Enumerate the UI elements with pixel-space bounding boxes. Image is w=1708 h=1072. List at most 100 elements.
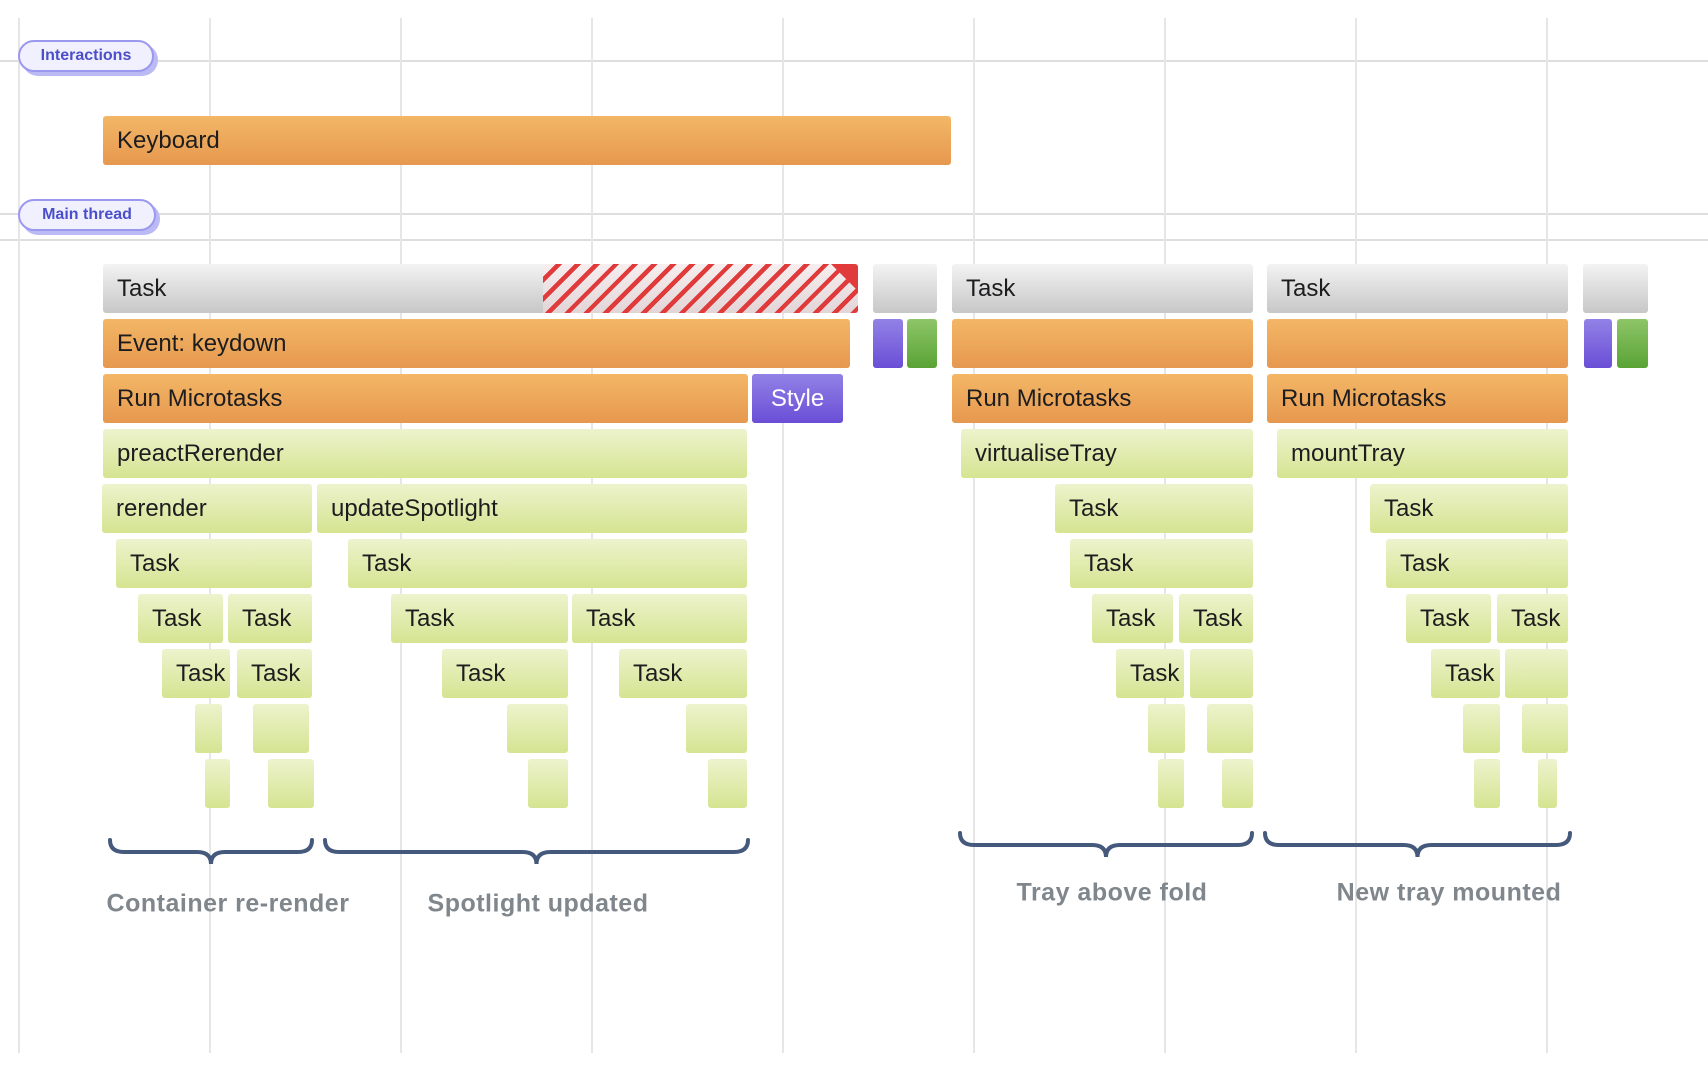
flame-bar-text: Task [1084,550,1134,577]
flame-bar-task[interactable]: Task [1070,539,1253,588]
flame-bar-task[interactable]: Task [1370,484,1568,533]
flame-bar-task[interactable]: Task [391,594,568,643]
flame-bar-preactrerender[interactable]: preactRerender [103,429,747,478]
flame-bar-unlabeled[interactable] [1505,649,1568,698]
flame-bar-text: rerender [116,495,207,522]
flame-bar-text: Task [1511,605,1561,632]
flame-bar-task[interactable]: Task [1406,594,1491,643]
flame-bar-unlabeled[interactable] [1463,704,1500,753]
annotation-label-new-tray-mounted: New tray mounted [1336,878,1562,907]
flame-bar-unlabeled[interactable] [195,704,222,753]
flame-bar-unlabeled[interactable] [1190,649,1253,698]
keyboard-interaction-bar[interactable]: Keyboard [103,116,951,165]
main-thread-track-label[interactable]: Main thread [18,199,156,231]
flame-bar-task[interactable]: Task [1055,484,1253,533]
flame-bar-mounttray[interactable]: mountTray [1277,429,1568,478]
flame-bar-task[interactable]: Task [572,594,747,643]
flame-bar-text: Task [1130,660,1180,687]
flame-bar-task[interactable]: Task [1267,264,1568,313]
flame-bar-text: Task [176,660,226,687]
gridline-horizontal [0,60,1708,62]
flame-bar-task[interactable]: Task [1497,594,1568,643]
flame-bar-unlabeled[interactable] [1583,264,1648,313]
flame-bar-unlabeled[interactable] [952,319,1253,368]
flame-bar-text: Run Microtasks [966,385,1132,412]
flame-bar-text: Run Microtasks [117,385,283,412]
flame-bar-text: Task [1069,495,1119,522]
curly-brace [108,838,314,865]
flame-bar-task[interactable]: Task [1116,649,1184,698]
flame-bar-unlabeled[interactable] [907,319,937,368]
flame-bar-task[interactable]: Task [1431,649,1500,698]
flame-bar-unlabeled[interactable] [1538,759,1557,808]
flame-bar-text: Task [1400,550,1450,577]
flame-bar-unlabeled[interactable] [708,759,747,808]
interactions-track-label-text: Interactions [40,47,132,64]
flame-bar-updatespotlight[interactable]: updateSpotlight [317,484,747,533]
flame-bar-unlabeled[interactable] [873,319,903,368]
flame-bar-text: Task [633,660,683,687]
flame-bar-rerender[interactable]: rerender [102,484,312,533]
flame-bar-task[interactable]: Task [619,649,747,698]
flame-bar-task[interactable]: Task [116,539,312,588]
flame-bar-task[interactable]: Task [1386,539,1568,588]
flame-bar-task[interactable]: Task [103,264,858,313]
flame-bar-unlabeled[interactable] [1148,704,1185,753]
flame-bar-text: Task [130,550,180,577]
flame-bar-event-keydown[interactable]: Event: keydown [103,319,850,368]
flame-bar-unlabeled[interactable] [1222,759,1253,808]
flame-bar-unlabeled[interactable] [1584,319,1612,368]
flame-bar-text: preactRerender [117,440,284,467]
flame-bar-unlabeled[interactable] [507,704,568,753]
gridline-vertical [209,18,211,1053]
long-task-hatch-overlay [543,264,858,313]
flame-bar-text: mountTray [1291,440,1405,467]
flame-bar-unlabeled[interactable] [686,704,747,753]
flame-bar-text: Task [966,275,1016,302]
flame-bar-text: Task [586,605,636,632]
flame-bar-task[interactable]: Task [162,649,230,698]
flame-bar-unlabeled[interactable] [873,264,937,313]
flame-bar-text: Task [456,660,506,687]
gridline-vertical [782,18,784,1053]
flame-bar-unlabeled[interactable] [268,759,314,808]
flame-bar-task[interactable]: Task [237,649,312,698]
flame-bar-unlabeled[interactable] [1522,704,1568,753]
flame-bar-unlabeled[interactable] [205,759,230,808]
long-task-corner-triangle-icon [831,264,858,291]
flame-bar-text: updateSpotlight [331,495,498,522]
flame-bar-text: Task [1420,605,1470,632]
flame-bar-run-microtasks[interactable]: Run Microtasks [952,374,1253,423]
flame-bar-text: Task [251,660,301,687]
flame-bar-unlabeled[interactable] [528,759,568,808]
flame-bar-task[interactable]: Task [1092,594,1173,643]
flame-bar-unlabeled[interactable] [1617,319,1648,368]
flame-bar-virtualisetray[interactable]: virtualiseTray [961,429,1253,478]
flame-bar-run-microtasks[interactable]: Run Microtasks [103,374,748,423]
flame-bar-text: Run Microtasks [1281,385,1447,412]
flame-bar-style[interactable]: Style [752,374,843,423]
flame-bar-task[interactable]: Task [348,539,747,588]
gridline-horizontal [0,213,1708,215]
flame-bar-unlabeled[interactable] [1267,319,1568,368]
interactions-track-label[interactable]: Interactions [18,40,154,72]
flame-bar-unlabeled[interactable] [1207,704,1253,753]
flame-bar-task[interactable]: Task [138,594,223,643]
flame-bar-unlabeled[interactable] [253,704,309,753]
main-thread-track-label-text: Main thread [42,206,132,223]
flame-bar-unlabeled[interactable] [1474,759,1500,808]
flame-bar-text: Task [242,605,292,632]
gridline-vertical [1546,18,1548,1053]
flame-bar-run-microtasks[interactable]: Run Microtasks [1267,374,1568,423]
flame-bar-task[interactable]: Task [1179,594,1253,643]
flame-bar-text: Task [405,605,455,632]
flame-bar-text: Task [117,275,167,302]
flame-bar-task[interactable]: Task [228,594,312,643]
gridline-vertical [1355,18,1357,1053]
flame-bar-unlabeled[interactable] [1158,759,1184,808]
flame-bar-text: Task [1445,660,1495,687]
flame-bar-task[interactable]: Task [442,649,568,698]
flame-bar-task[interactable]: Task [952,264,1253,313]
